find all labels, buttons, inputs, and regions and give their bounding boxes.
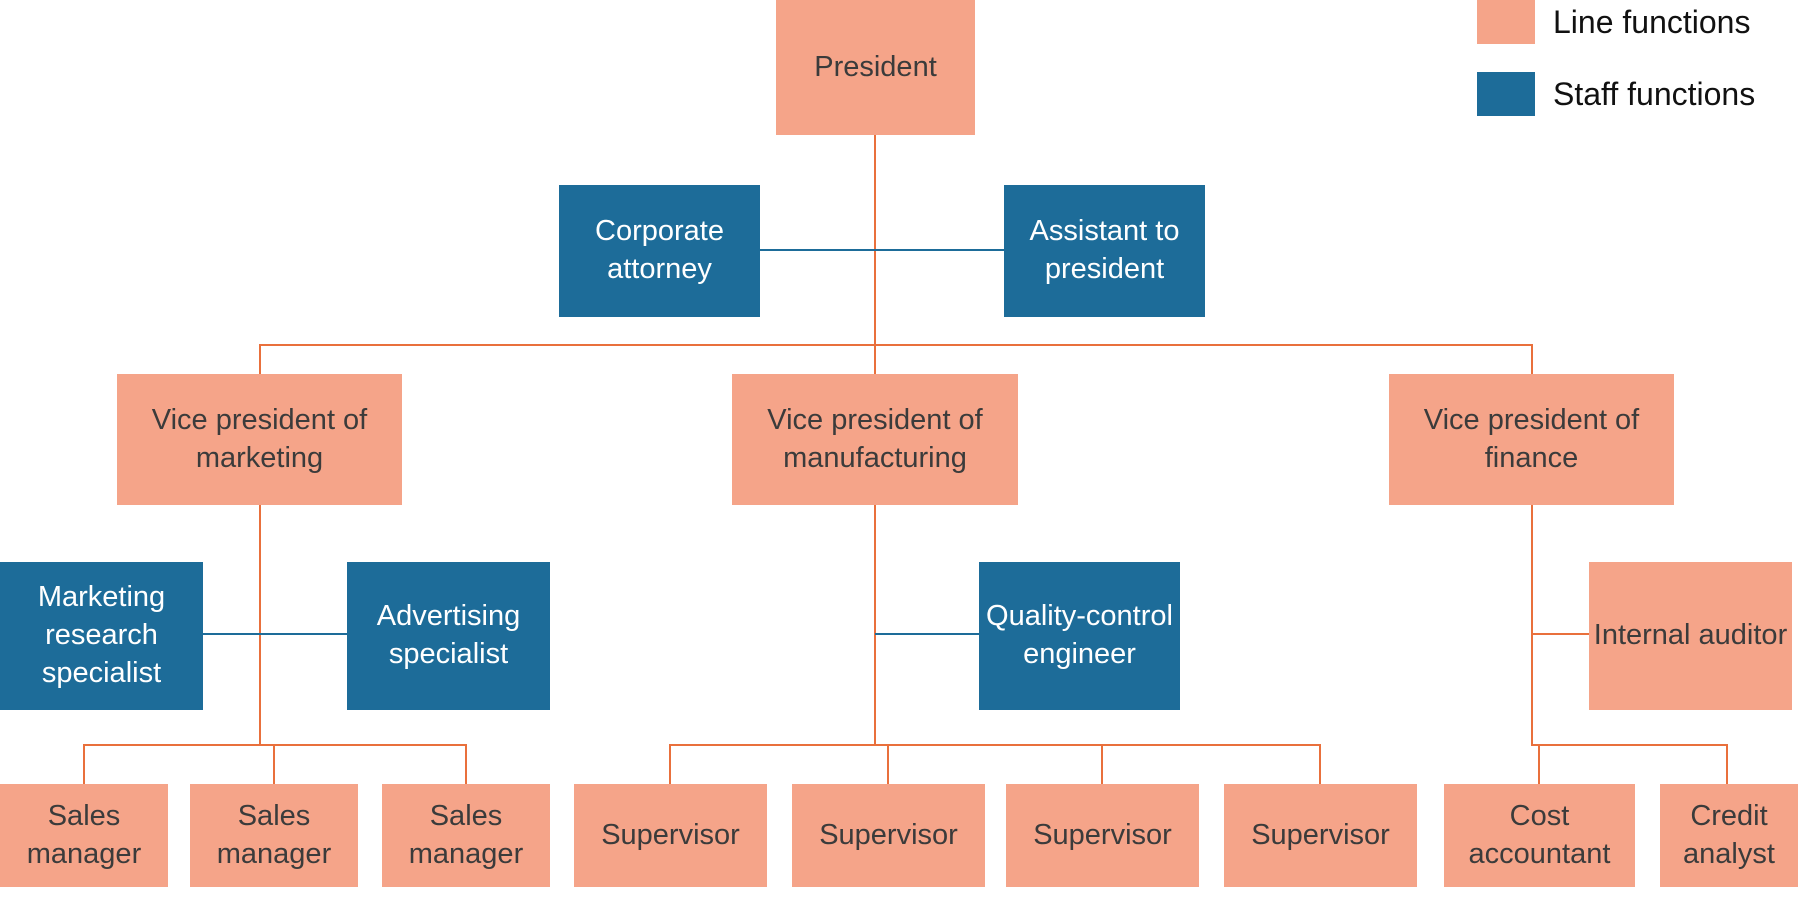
connector-credit-analyst-stub (1726, 744, 1728, 784)
node-supervisor-1: Supervisor (574, 784, 767, 887)
node-marketing-research-specialist: Marketing research specialist (0, 562, 203, 710)
node-label: Assistant to president (1029, 215, 1180, 285)
connector-president-vertical (874, 135, 876, 374)
node-label: President (814, 50, 937, 83)
connector-marketing-vertical (259, 505, 261, 744)
legend-item-line-functions: Line functions (1477, 0, 1750, 44)
connector-supervisor-horizontal (669, 744, 1321, 746)
connector-manufacturing-vertical (874, 505, 876, 744)
node-label: Sales manager (408, 799, 524, 870)
node-assistant-to-president: Assistant to president (1004, 185, 1205, 317)
node-label: Vice president of finance (1423, 403, 1640, 474)
connector-supervisor-stub-4 (1319, 744, 1321, 784)
connector-marketing-staff-horizontal (203, 633, 347, 635)
connector-vp-horizontal (259, 344, 1533, 346)
connector-cost-accountant-stub (1538, 744, 1540, 784)
connector-supervisor-stub-3 (1101, 744, 1103, 784)
connector-supervisor-stub-2 (887, 744, 889, 784)
connector-quality-control-horizontal (875, 633, 979, 635)
connector-sales-horizontal (83, 744, 467, 746)
node-label: Vice president of marketing (151, 403, 368, 474)
node-label: Cost accountant (1468, 799, 1611, 870)
node-sales-manager-1: Sales manager (0, 784, 168, 887)
node-advertising-specialist: Advertising specialist (347, 562, 550, 710)
legend-item-staff-functions: Staff functions (1477, 72, 1755, 116)
node-corporate-attorney: Corporate attorney (559, 185, 760, 317)
connector-vp-marketing-stub (259, 344, 261, 374)
connector-finance-bottom-horizontal (1531, 744, 1728, 746)
connector-sales-stub-2 (273, 744, 275, 784)
connector-vp-finance-stub (1531, 344, 1533, 374)
node-label: Supervisor (1033, 818, 1172, 851)
node-president: President (776, 0, 975, 135)
node-supervisor-2: Supervisor (792, 784, 985, 887)
node-label: Credit analyst (1683, 799, 1775, 870)
node-label: Supervisor (1251, 818, 1390, 851)
node-label: Supervisor (601, 818, 740, 851)
node-cost-accountant: Cost accountant (1444, 784, 1635, 887)
staff-functions-swatch (1477, 72, 1535, 116)
connector-internal-auditor-horizontal (1532, 633, 1589, 635)
node-credit-analyst: Credit analyst (1660, 784, 1798, 887)
connector-sales-stub-1 (83, 744, 85, 784)
node-vp-marketing: Vice president of marketing (117, 374, 402, 505)
node-label: Internal auditor (1593, 619, 1788, 652)
legend-label: Line functions (1553, 3, 1751, 40)
connector-staff-president-horizontal (760, 249, 1004, 251)
node-label: Corporate attorney (595, 215, 724, 285)
node-sales-manager-3: Sales manager (382, 784, 550, 887)
node-supervisor-4: Supervisor (1224, 784, 1417, 887)
connector-sales-stub-3 (465, 744, 467, 784)
connector-supervisor-stub-1 (669, 744, 671, 784)
node-label: Sales manager (216, 799, 332, 870)
node-internal-auditor: Internal auditor (1589, 562, 1792, 710)
node-vp-finance: Vice president of finance (1389, 374, 1674, 505)
node-label: Supervisor (819, 818, 958, 851)
node-label: Sales manager (26, 799, 142, 870)
node-vp-manufacturing: Vice president of manufacturing (732, 374, 1018, 505)
node-label: Quality-control engineer (986, 600, 1173, 670)
legend-label: Staff functions (1553, 75, 1756, 112)
line-functions-swatch (1477, 0, 1535, 44)
node-label: Marketing research specialist (37, 581, 166, 689)
node-supervisor-3: Supervisor (1006, 784, 1199, 887)
node-label: Advertising specialist (376, 600, 521, 670)
node-quality-control-engineer: Quality-control engineer (979, 562, 1180, 710)
connector-finance-vertical (1531, 505, 1533, 744)
node-sales-manager-2: Sales manager (190, 784, 358, 887)
node-label: Vice president of manufacturing (767, 403, 983, 474)
